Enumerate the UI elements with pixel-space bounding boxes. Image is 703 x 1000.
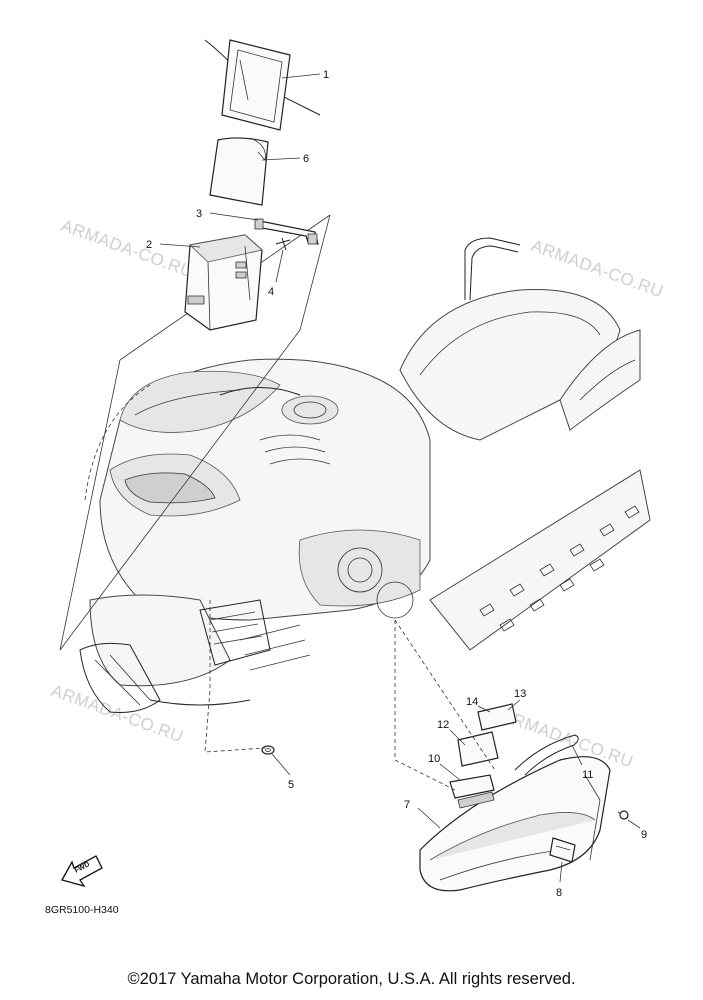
callout-5: 5 (288, 779, 294, 791)
rear-parts-position-lines (394, 619, 496, 791)
callout-4: 4 (268, 286, 274, 298)
part-3-bracket (254, 218, 319, 245)
callout-9: 9 (641, 829, 647, 841)
callout-3: 3 (196, 208, 202, 220)
snowmobile-illustration (79, 237, 651, 713)
callout-1: 1 (323, 69, 329, 81)
watermark-bottom-left: ARMADA-CO.RU (49, 681, 186, 746)
part-10-plate (449, 774, 495, 809)
callout-6: 6 (303, 153, 309, 165)
fwd-arrow-icon: FWD (61, 855, 103, 888)
callout-13: 13 (514, 688, 526, 700)
watermark-top-left: ARMADA-CO.RU (59, 216, 196, 281)
part-4-screw (275, 237, 291, 251)
part-11-rod (514, 734, 579, 776)
callout-2: 2 (146, 239, 152, 251)
part-8-label (549, 837, 576, 863)
callout-12: 12 (437, 719, 449, 731)
part-6-cover (209, 137, 269, 206)
part-5-position-lines (204, 600, 266, 753)
callout-10: 10 (428, 753, 440, 765)
part-1-tag (204, 39, 321, 131)
diagram-code: 8GR5100-H340 (45, 904, 119, 916)
callout-8: 8 (556, 887, 562, 899)
callouts: 1 2 3 4 5 6 7 8 9 10 11 12 13 14 (146, 69, 647, 899)
part-5-grommet (261, 745, 275, 755)
part-12-decal (457, 731, 499, 767)
part-2-battery (184, 234, 263, 331)
callout-7: 7 (404, 799, 410, 811)
callout-14: 14 (466, 696, 478, 708)
part-9-bolt (617, 810, 629, 820)
callout-11: 11 (582, 769, 593, 781)
copyright-notice: ©2017 Yamaha Motor Corporation, U.S.A. A… (127, 970, 576, 988)
